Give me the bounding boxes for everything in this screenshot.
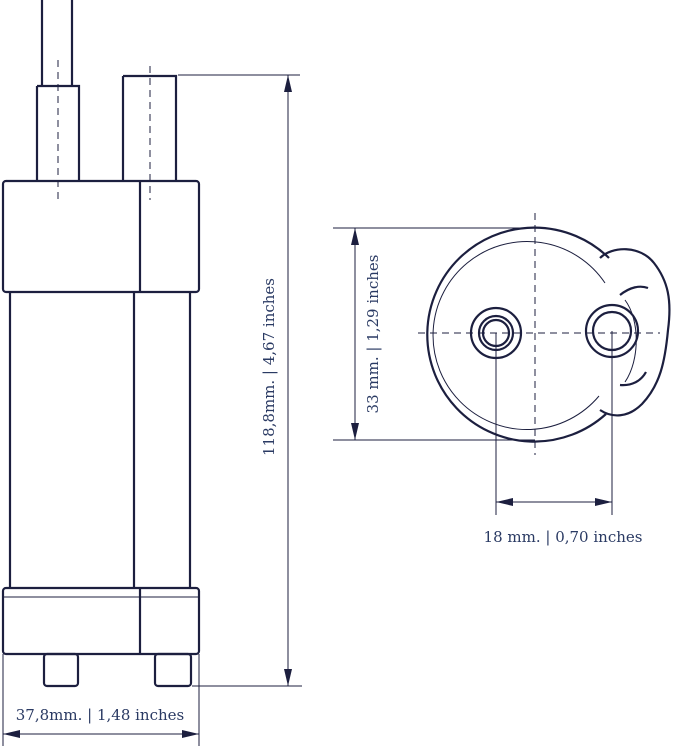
cable [40, 0, 74, 86]
port-spacing-label: 18 mm. | 0,70 inches [484, 528, 643, 546]
top-cap [1, 179, 201, 294]
housing-outline [426, 226, 610, 443]
port-spacing-arrow-left [496, 498, 513, 506]
inner-outline [432, 241, 606, 430]
end-height-label: 33 mm. | 1,29 inches [364, 255, 382, 414]
end-view [418, 213, 671, 455]
side-view [1, 0, 201, 688]
end-height-dimension: 33 mm. | 1,29 inches [333, 227, 535, 441]
left-nozzle [35, 84, 81, 181]
right-foot [153, 652, 193, 688]
bottom-cap [1, 586, 201, 656]
height-dimension: 118,8mm. | 4,67 inches [178, 74, 302, 687]
port-spacing-dimension: 18 mm. | 0,70 inches [484, 331, 643, 546]
lobe-clip-top [619, 285, 649, 296]
end-height-arrow-top [351, 228, 359, 245]
pump-body [8, 292, 192, 588]
left-foot [42, 652, 80, 688]
width-label: 37,8mm. | 1,48 inches [16, 706, 184, 724]
height-arrow-bottom [284, 669, 292, 686]
port-spacing-arrow-right [595, 498, 612, 506]
right-nozzle [121, 74, 178, 181]
height-arrow-top [284, 75, 292, 92]
width-dimension: 37,8mm. | 1,48 inches [2, 654, 200, 746]
width-arrow-left [3, 730, 20, 738]
end-height-arrow-bottom [351, 423, 359, 440]
height-label: 118,8mm. | 4,67 inches [260, 278, 278, 456]
width-arrow-right [182, 730, 199, 738]
housing-lobe [599, 248, 671, 417]
lobe-clip-bottom [619, 371, 647, 387]
